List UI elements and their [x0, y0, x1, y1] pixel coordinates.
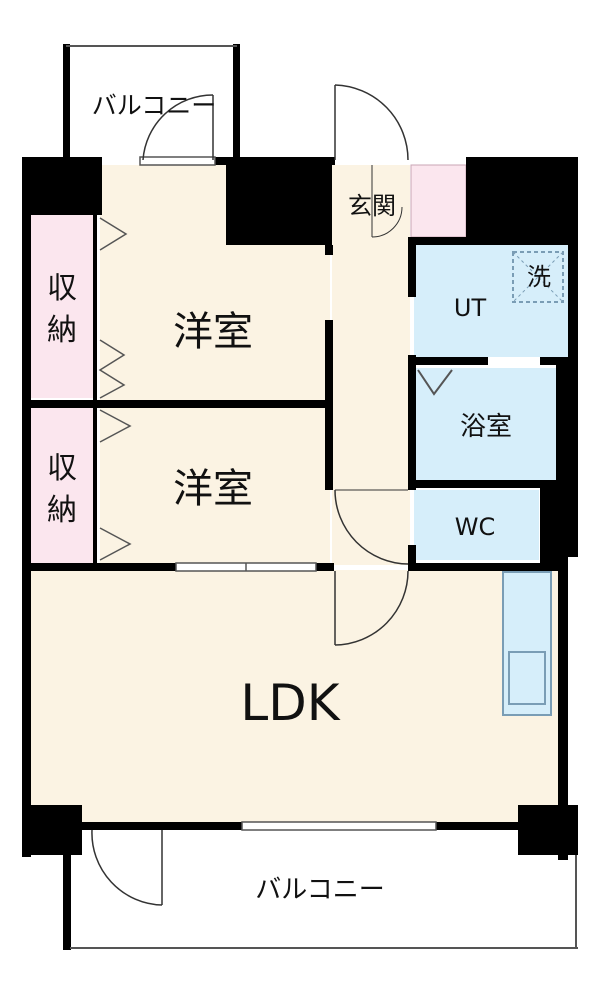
bathroom-label: 浴室: [460, 412, 512, 442]
ldk-label: LDK: [240, 674, 340, 732]
svg-text:納: 納: [47, 313, 77, 348]
room-fills: [31, 164, 569, 822]
kitchen-counter: [502, 571, 552, 716]
balcony-bottom: [63, 850, 578, 950]
entrance-label: 玄関: [348, 192, 396, 220]
doors: [91, 84, 409, 906]
balcony-top-label: バルコニー: [92, 91, 217, 120]
svg-text:収: 収: [47, 451, 77, 486]
walls: [22, 157, 578, 860]
western-room-1-label: 洋室: [173, 309, 253, 355]
toilet-label: WC: [455, 513, 496, 541]
washer-label: 洗: [527, 263, 551, 291]
svg-text:納: 納: [47, 493, 77, 528]
utility-label: UT: [454, 294, 487, 322]
windows: [139, 156, 437, 831]
balcony-top: [63, 44, 240, 159]
svg-text:収: 収: [47, 271, 77, 306]
bathtub-corner: [417, 369, 453, 396]
washer-space: [512, 251, 564, 303]
storage-2-label: 収 納: [47, 451, 77, 528]
western-room-2-label: 洋室: [173, 466, 253, 512]
storage-1-label: 収 納: [47, 271, 77, 348]
balcony-bottom-label: バルコニー: [255, 875, 384, 905]
